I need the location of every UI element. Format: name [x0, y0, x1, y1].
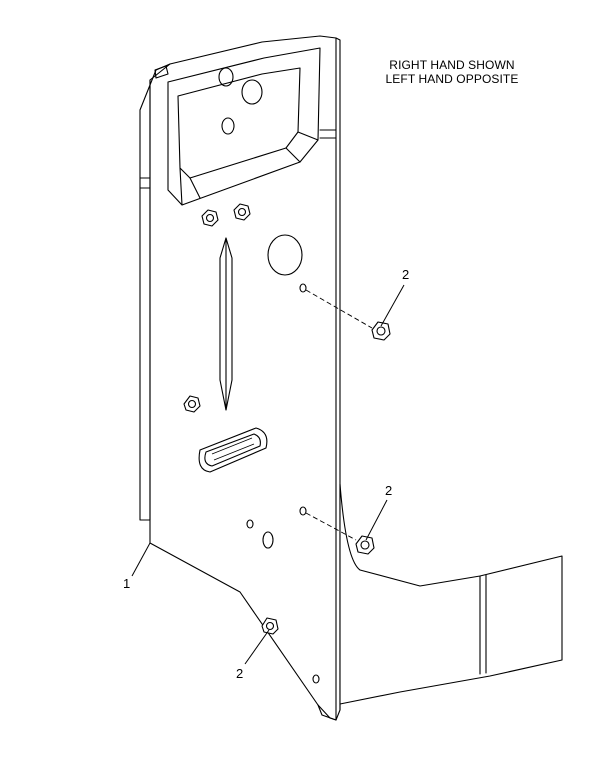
dashed-line-upper — [305, 289, 373, 329]
lower-extension — [339, 483, 563, 711]
leader-2-upper — [380, 284, 405, 327]
upper-recess — [167, 47, 337, 206]
hex-nut-mid-left — [183, 395, 201, 413]
leader-2-lower — [244, 629, 270, 665]
callout-1: 1 — [123, 576, 131, 591]
small-hole — [246, 519, 254, 529]
note-left-hand: LEFT HAND OPPOSITE — [385, 72, 519, 86]
oval-hole — [262, 531, 274, 549]
leader-1 — [131, 542, 151, 577]
bolt-hole-lower — [299, 506, 307, 516]
slot-handle — [198, 427, 268, 473]
hex-nut-upper-right — [233, 203, 251, 221]
hex-nut-callout-middle — [355, 535, 375, 555]
hex-nut-callout-upper — [371, 321, 391, 341]
callout-2-upper: 2 — [402, 267, 410, 282]
callout-2-middle: 2 — [385, 483, 393, 498]
hex-nut-upper-left — [201, 209, 219, 227]
hex-nut-callout-lower — [261, 617, 279, 635]
corner-hole — [312, 674, 320, 684]
round-hole — [267, 234, 303, 276]
bolt-hole-upper — [299, 283, 307, 293]
note-right-hand: RIGHT HAND SHOWN — [389, 58, 515, 72]
callout-2-lower: 2 — [236, 666, 244, 681]
dashed-line-lower — [305, 512, 357, 541]
vertical-rib — [219, 237, 233, 411]
side-panel — [139, 35, 341, 721]
leader-2-middle — [365, 499, 388, 541]
